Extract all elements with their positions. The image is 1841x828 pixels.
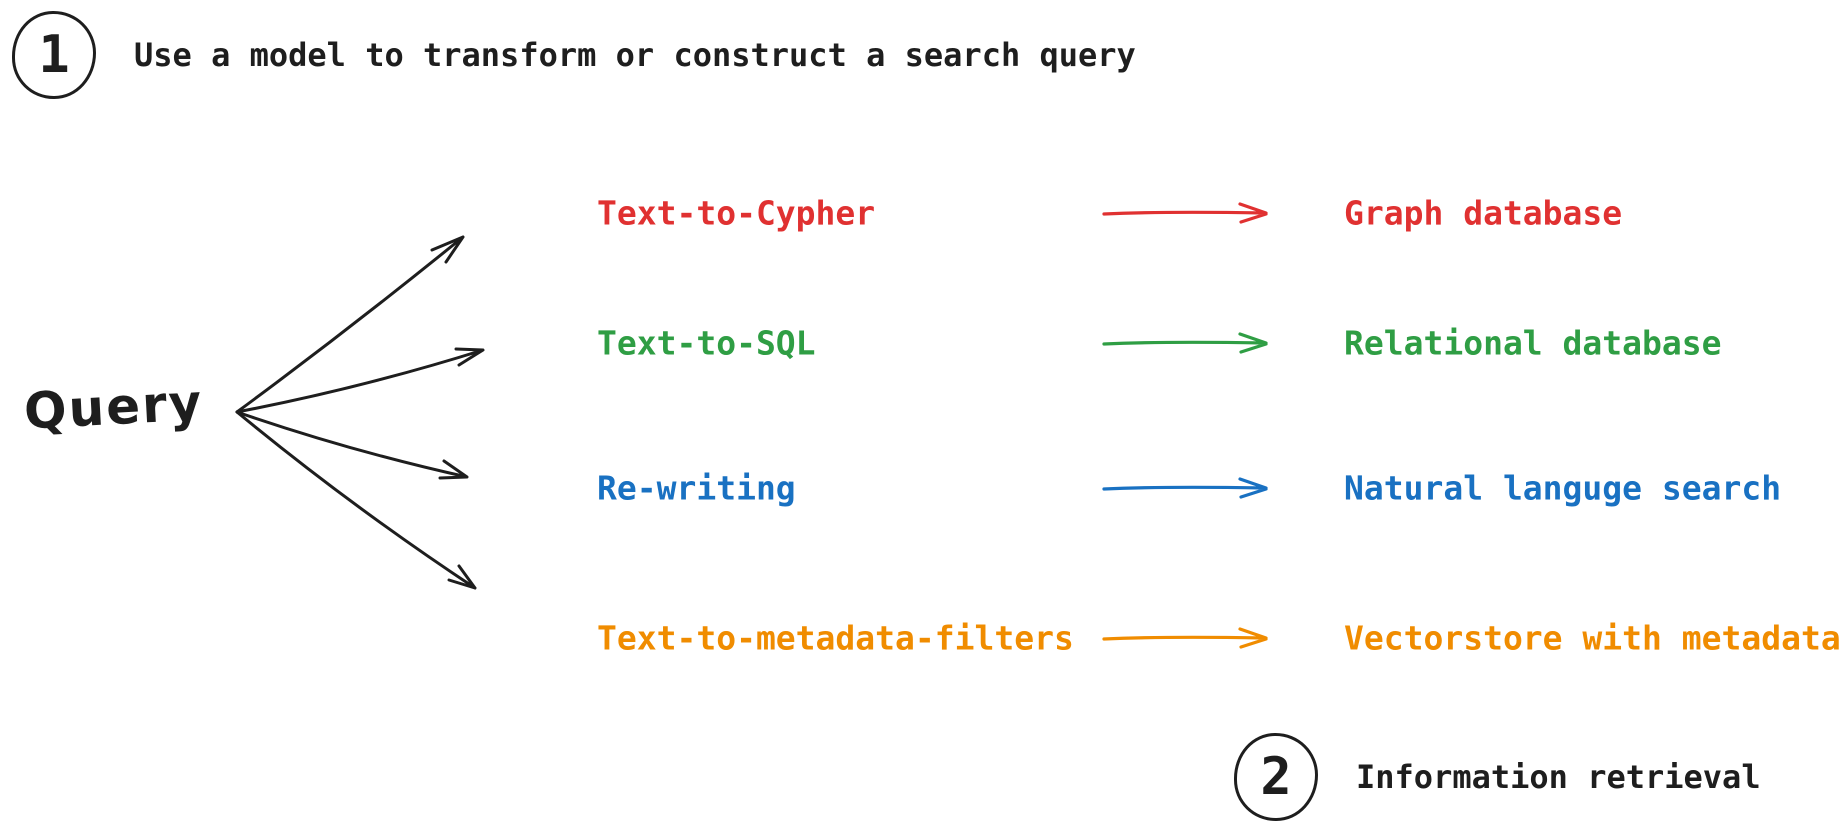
step-1-title: Use a model to transform or construct a … <box>134 36 1136 74</box>
step-2-number: 2 <box>1260 747 1292 807</box>
step-2-badge: 2 <box>1234 733 1318 821</box>
method-label: Text-to-Cypher <box>597 193 876 233</box>
arrow-right-icon <box>1102 627 1268 649</box>
arrow-right-icon <box>1102 332 1268 354</box>
step-1-number: 1 <box>38 25 70 85</box>
target-label: Relational database <box>1344 323 1722 363</box>
step-1-badge: 1 <box>12 11 96 99</box>
arrow-right-icon <box>1102 202 1268 224</box>
query-label: Query <box>22 373 205 441</box>
transform-row-sql: Text-to-SQL Relational database <box>0 319 1841 367</box>
target-label: Graph database <box>1344 193 1623 233</box>
transform-row-rewriting: Re-writing Natural languge search <box>0 464 1841 512</box>
transform-row-cypher: Text-to-Cypher Graph database <box>0 189 1841 237</box>
target-label: Natural languge search <box>1344 468 1782 508</box>
method-label: Text-to-metadata-filters <box>597 618 1074 658</box>
step-2-header: 2 Information retrieval <box>1234 733 1761 821</box>
transform-row-metadata-filters: Text-to-metadata-filters Vectorstore wit… <box>0 614 1841 662</box>
method-label: Re-writing <box>597 468 796 508</box>
method-label: Text-to-SQL <box>597 323 816 363</box>
step-1-header: 1 Use a model to transform or construct … <box>12 11 1136 99</box>
target-label: Vectorstore with metadata <box>1344 618 1841 658</box>
arrow-right-icon <box>1102 477 1268 499</box>
step-2-title: Information retrieval <box>1356 758 1761 796</box>
